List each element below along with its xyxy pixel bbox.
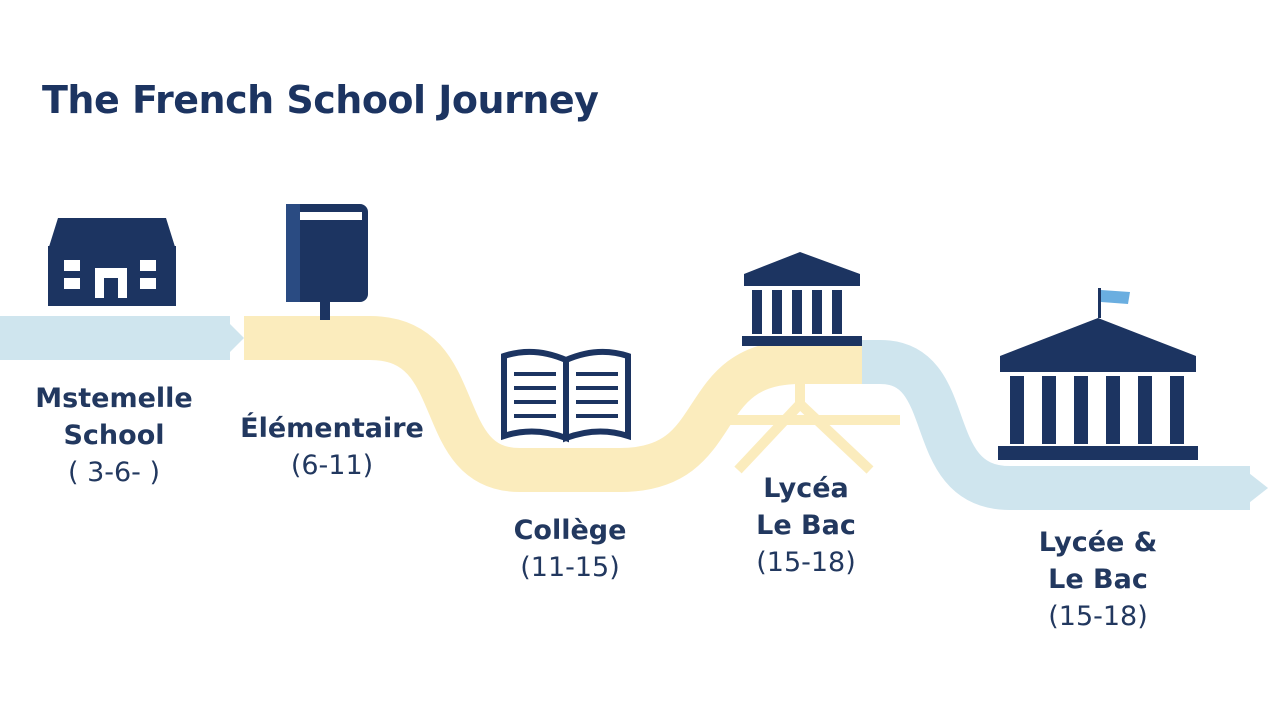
small-columned-building-icon bbox=[742, 252, 862, 346]
stage-label-elementaire: Élémentaire (6-11) bbox=[222, 410, 442, 484]
open-book-icon bbox=[501, 348, 631, 443]
diagram-title: The French School Journey bbox=[42, 78, 599, 122]
path-segment-middle bbox=[244, 316, 862, 492]
stage-label-lycee-small: Lycéa Le Bac (15-18) bbox=[706, 470, 906, 581]
path-branch-left bbox=[734, 400, 804, 474]
stage-name-line: Mstemelle bbox=[35, 383, 193, 414]
stage-name-line: Collège bbox=[513, 515, 627, 546]
stage-label-lycee-bac: Lycée & Le Bac (15-18) bbox=[998, 524, 1198, 635]
book-closed-icon bbox=[286, 204, 368, 320]
stage-name-line: School bbox=[63, 420, 165, 451]
stage-name-line: Lycéa bbox=[763, 473, 849, 504]
stage-age-range: (15-18) bbox=[1048, 601, 1148, 632]
journey-path bbox=[0, 316, 1268, 510]
stage-label-college: Collège (11-15) bbox=[470, 512, 670, 586]
stage-age-range: ( 3-6- ) bbox=[67, 457, 161, 488]
stage-name-line: Le Bac bbox=[1048, 564, 1148, 595]
stage-name-line: Élémentaire bbox=[240, 413, 424, 444]
path-end-arrow bbox=[1240, 466, 1268, 510]
stage-name-line: Le Bac bbox=[756, 510, 856, 541]
stage-age-range: (6-11) bbox=[290, 450, 374, 481]
university-flag-icon bbox=[998, 288, 1198, 460]
path-segment-end bbox=[862, 340, 1250, 510]
stage-label-maternelle: Mstemelle School ( 3-6- ) bbox=[14, 380, 214, 491]
path-branch-right bbox=[796, 400, 874, 474]
school-house-icon bbox=[48, 218, 176, 306]
stage-age-range: (11-15) bbox=[520, 552, 620, 583]
stage-age-range: (15-18) bbox=[756, 547, 856, 578]
path-start-arrow bbox=[222, 316, 244, 360]
stage-name-line: Lycée & bbox=[1038, 527, 1158, 558]
